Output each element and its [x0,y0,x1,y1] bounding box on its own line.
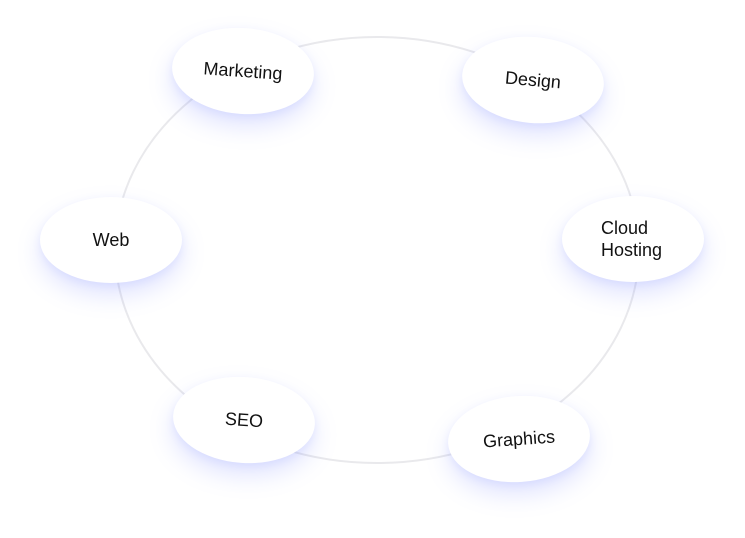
node-web[interactable]: Web [40,197,182,283]
node-label-seo: SEO [224,408,264,432]
node-label-cloud-hosting: Cloud Hosting [601,218,663,260]
node-label-design: Design [504,67,562,93]
node-label-web: Web [92,230,130,250]
node-cloud-hosting[interactable]: Cloud Hosting [562,196,704,282]
node-label-marketing: Marketing [202,58,284,84]
node-label-graphics: Graphics [482,426,556,452]
